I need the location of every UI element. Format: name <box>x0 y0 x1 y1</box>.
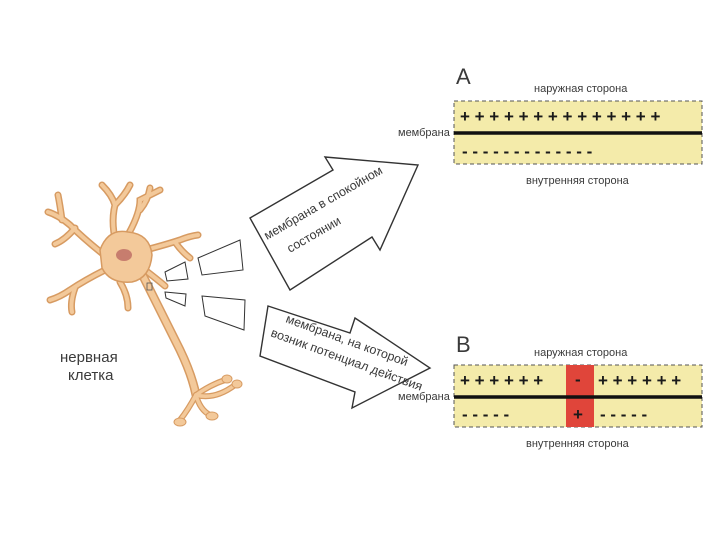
panel-a-plus-signs: + + + + + + + + + + + + + + <box>460 107 660 126</box>
panel-a-outer-label: наружная сторона <box>534 83 628 95</box>
panel-b-depol-bottom-sign: + <box>573 405 583 424</box>
panel-a-membrane-label: мембрана <box>398 127 451 139</box>
panel-b-outer-label: наружная сторона <box>534 347 628 359</box>
panel-b-plus-signs-left: + + + + + + <box>460 371 543 390</box>
neuron-caption-line1: нервная <box>60 349 118 366</box>
panel-b-membrane-label: мембрана <box>398 391 451 403</box>
zoom-wedges <box>165 240 245 330</box>
panel-b-plus-signs-right: + + + + + + <box>598 371 681 390</box>
neuron-nucleus <box>116 249 132 261</box>
panel-a-inner-label: внутренняя сторона <box>526 175 630 187</box>
panel-a-minus-signs: - - - - - - - - - - - - - <box>462 142 592 161</box>
panel-a: А наружная сторона + + + + + + + + + + +… <box>398 64 702 187</box>
panel-b-depol-top-sign: - <box>575 370 581 389</box>
neuron-caption-line2: клетка <box>68 367 114 384</box>
arrow-rest: мембрана в спокойном состоянии <box>250 157 418 290</box>
panel-b-letter: В <box>456 332 471 357</box>
panel-b: В наружная сторона + + + + + + + + + + +… <box>398 332 702 450</box>
panel-b-minus-signs-right: - - - - - <box>600 405 647 424</box>
panel-b-inner-label: внутренняя сторона <box>526 438 630 450</box>
panel-a-letter: А <box>456 64 471 89</box>
panel-b-minus-signs-left: - - - - - <box>462 405 509 424</box>
